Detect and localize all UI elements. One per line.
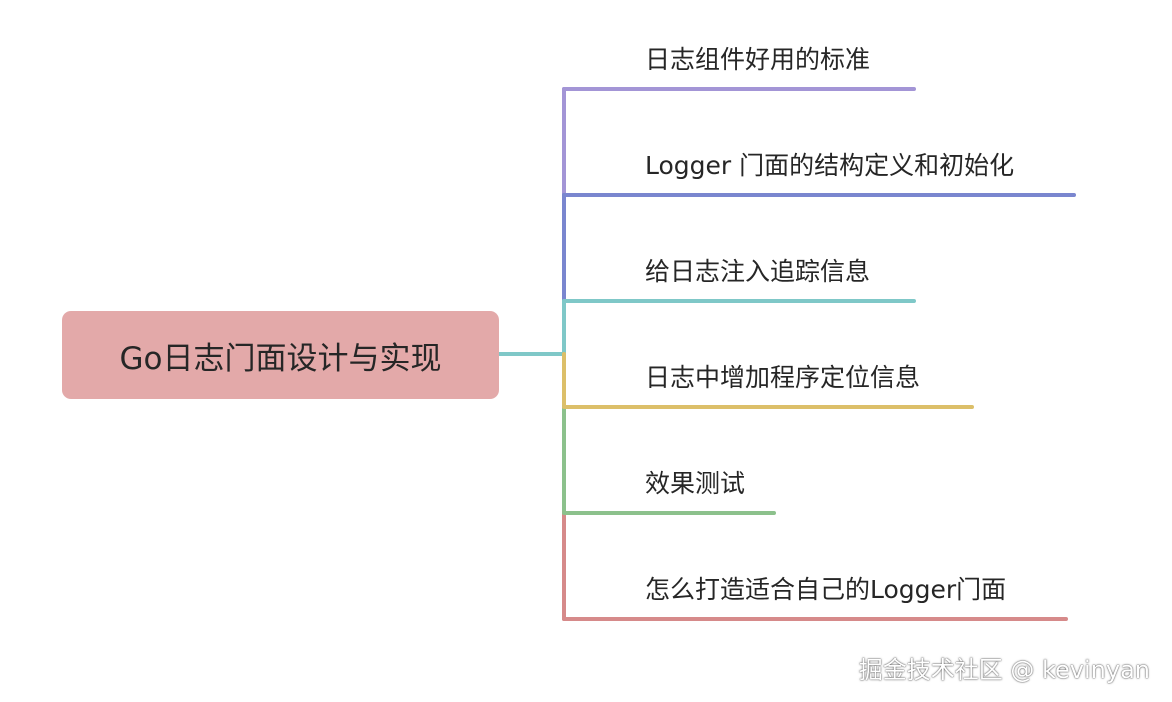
branch-label-1[interactable]: 日志组件好用的标准 [645,45,871,74]
watermark: 掘金技术社区 @ kevinyan [858,656,1150,684]
branch-label-5[interactable]: 效果测试 [645,469,746,498]
branch-label-2[interactable]: Logger 门面的结构定义和初始化 [645,151,1015,180]
root-topic[interactable]: Go日志门面设计与实现 [62,311,499,399]
branch-label-6[interactable]: 怎么打造适合自己的Logger门面 [645,575,1007,604]
branch-label-4[interactable]: 日志中增加程序定位信息 [645,363,921,392]
branch-label-3[interactable]: 给日志注入追踪信息 [645,257,871,286]
root-topic-label: Go日志门面设计与实现 [119,340,442,377]
